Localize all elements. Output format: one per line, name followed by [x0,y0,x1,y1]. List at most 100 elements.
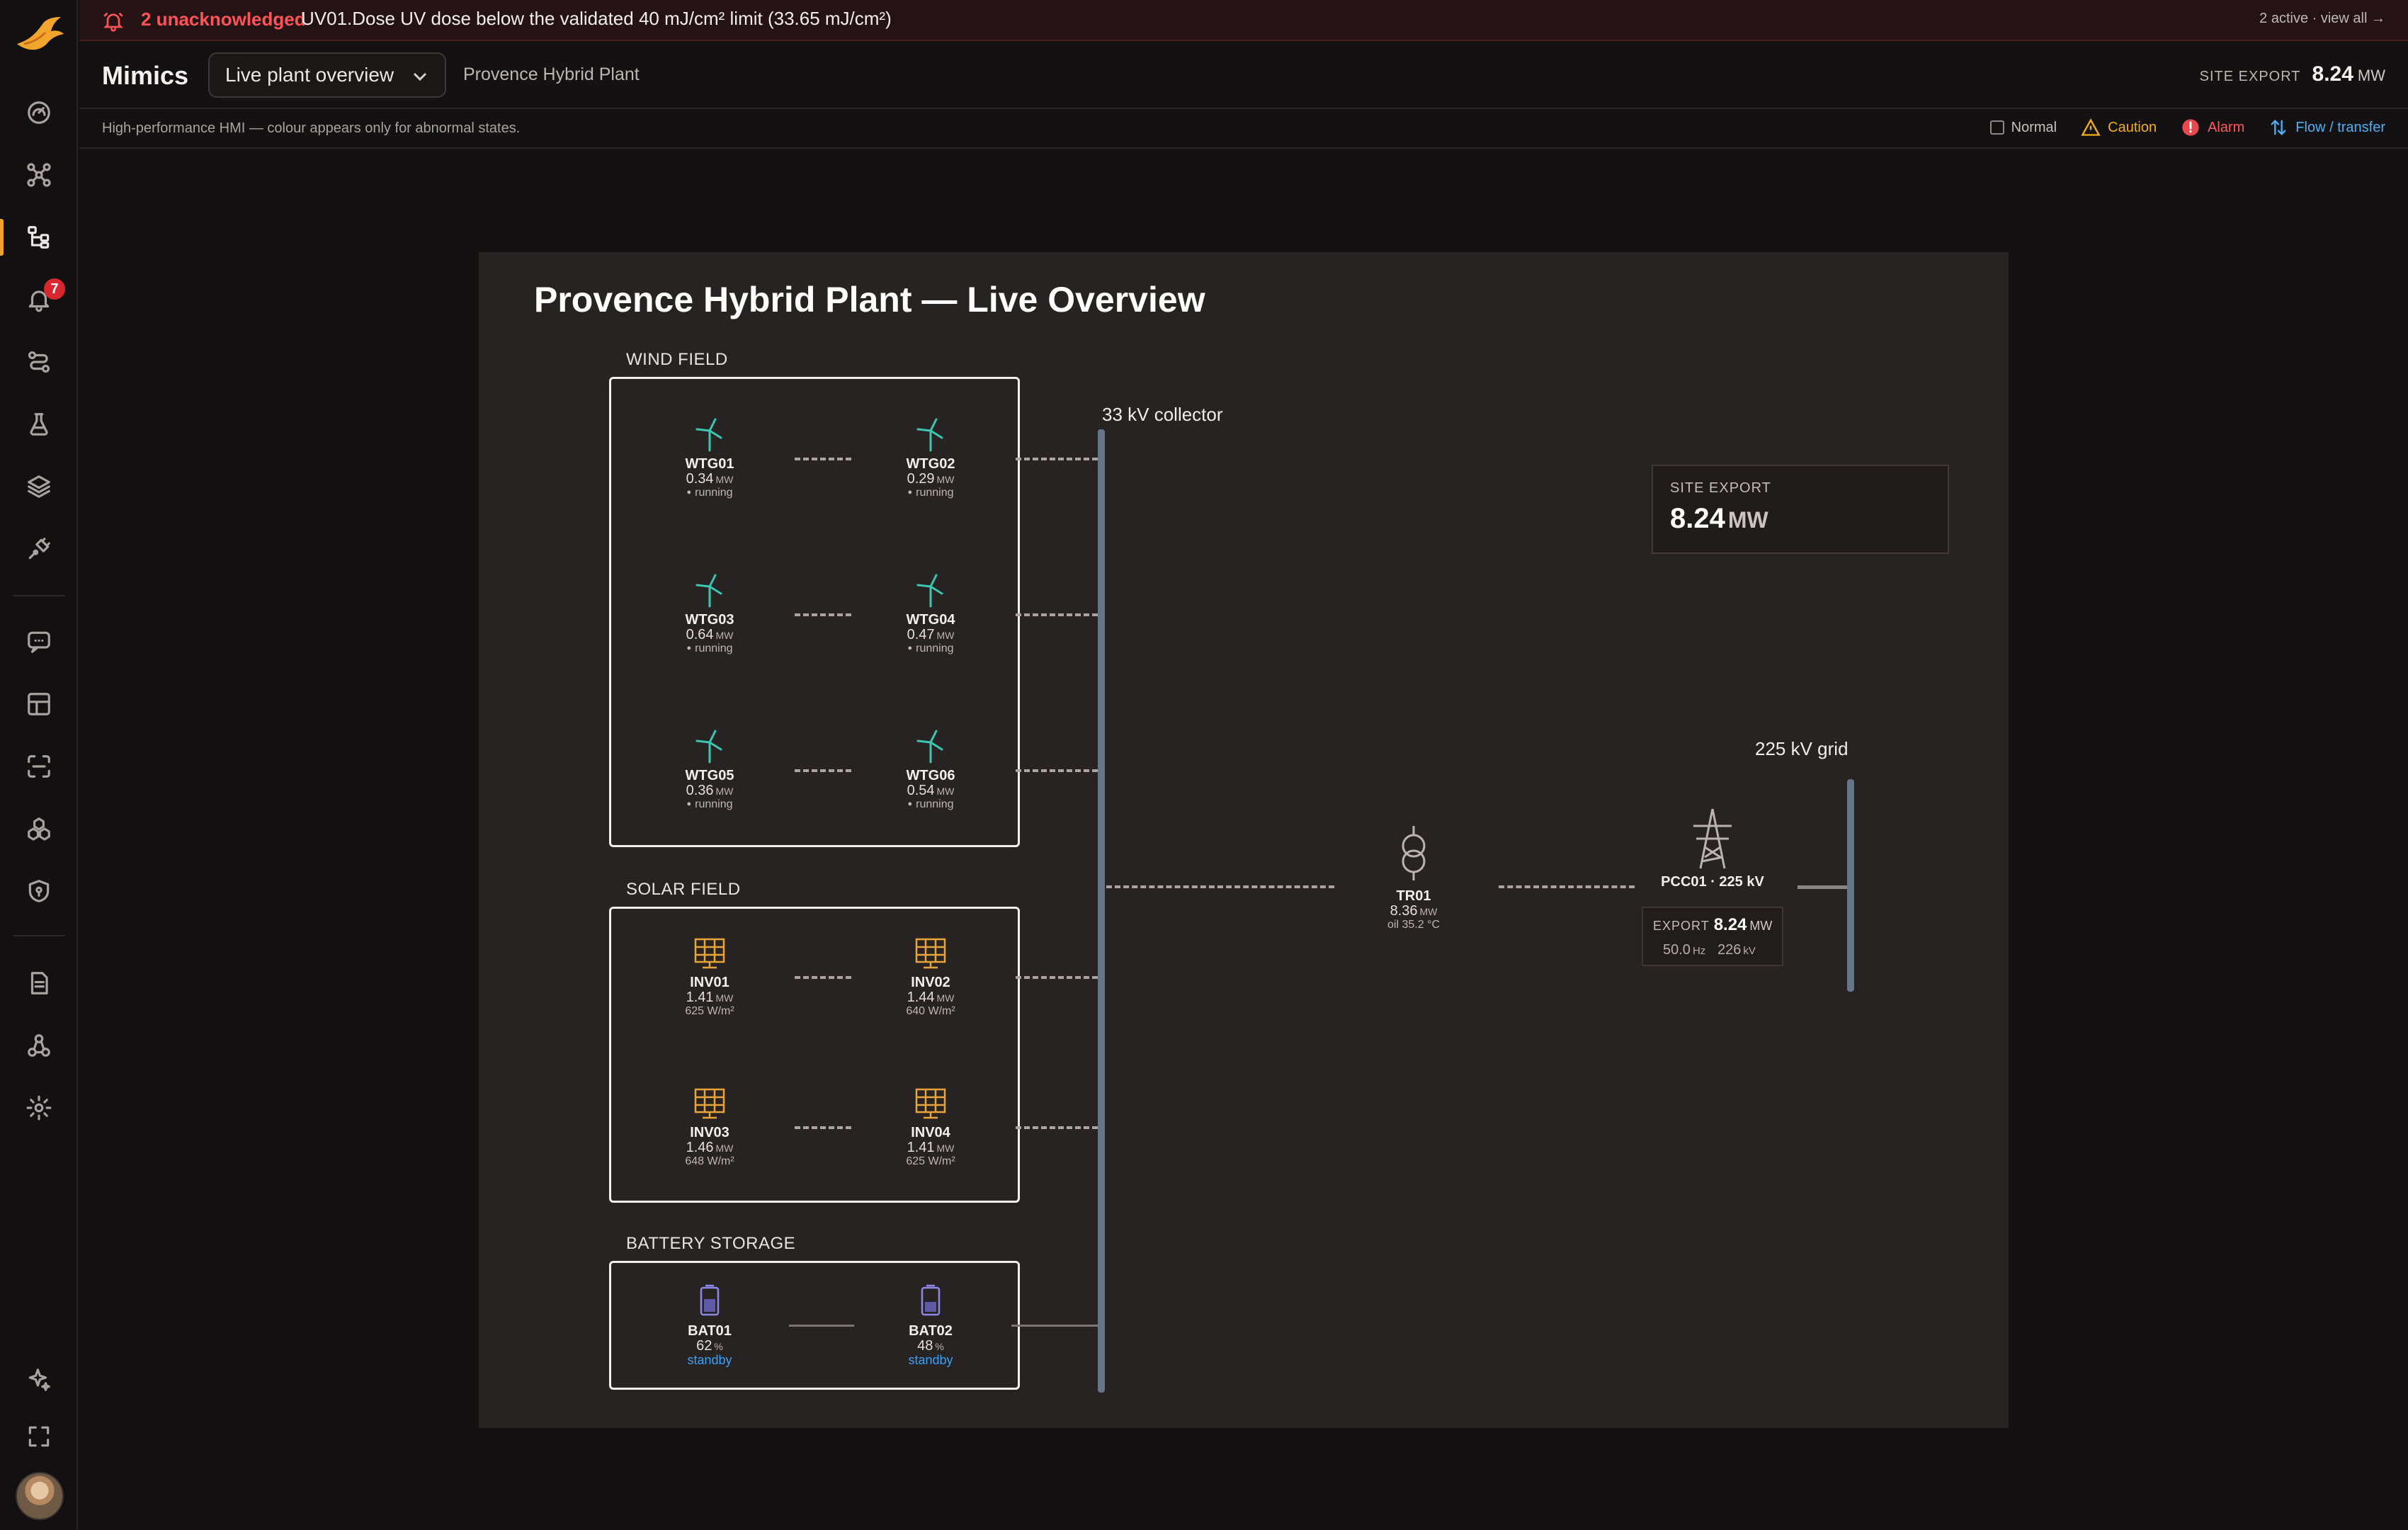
power-value: 1.41 [686,990,714,1005]
alarm-message[interactable]: UV01.Dose UV dose below the validated 40… [301,8,892,29]
wind-turbine-icon [695,574,722,608]
view-all-alarms-link[interactable]: 2 active · view all → [2259,11,2385,26]
device-status: running [860,798,1001,812]
grid-bus[interactable] [1847,779,1854,992]
device-status: running [639,798,780,812]
nav-hierarchy[interactable] [0,1020,78,1071]
power-unit: MW [715,630,734,641]
network-icon [27,163,51,187]
power-unit: MW [936,992,955,1004]
nav-fullscreen[interactable] [0,1411,78,1462]
device-value: 62% [639,1339,780,1354]
device-status: standby [908,1353,953,1367]
power-value: 0.54 [907,783,935,798]
device-tag: INV04 [911,1125,950,1140]
power-unit: MW [715,474,734,485]
nav-dashboard[interactable] [0,87,78,138]
site-export-label: SITE EXPORT [2199,69,2301,84]
irradiance: 640 W/m² [860,1005,1001,1018]
nav-network[interactable] [0,149,78,200]
wind-feeder [1016,769,1098,772]
mimic-diagram-icon [28,226,50,249]
power-value: 0.36 [686,783,714,798]
nav-messages[interactable] [0,616,78,667]
chevron-down-icon [413,72,427,81]
nav-connectors[interactable] [0,523,78,574]
nav-routes[interactable] [0,336,78,387]
legend-alarm-label: Alarm [2208,119,2245,135]
user-avatar[interactable] [16,1472,64,1520]
app-logo-bird-icon[interactable] [14,16,65,55]
mimic-view-select[interactable]: Live plant overview [208,52,446,98]
grid-icon [28,693,50,715]
mimic-title: Provence Hybrid Plant — Live Overview [534,280,1205,319]
fullscreen-icon [28,1426,50,1447]
battery-bat01[interactable]: BAT01 62% standby [639,1284,780,1366]
power-unit: MW [715,1143,734,1154]
nav-reports[interactable] [0,958,78,1009]
nav-alarms[interactable]: 7 [0,274,78,325]
device-tag: WTG04 [906,612,955,628]
nav-layers[interactable] [0,461,78,512]
device-status: running [639,642,780,656]
normal-swatch-icon [1989,120,2004,135]
components-icon [28,817,50,841]
subheader: High-performance HMI — colour appears on… [79,110,2408,149]
power-value: 0.47 [907,627,935,642]
nav-scan[interactable] [0,741,78,792]
chat-icon [28,631,50,653]
nav-tables[interactable] [0,679,78,730]
nav-lab[interactable] [0,399,78,450]
page-title: Mimics [102,61,189,90]
unacknowledged-count[interactable]: 2 unacknowledged [141,8,306,30]
wind-turbine-icon [695,730,722,764]
wind-turbine-icon [695,418,722,452]
collector-bus[interactable] [1098,429,1105,1393]
nav-assistant[interactable] [0,1354,78,1405]
state-legend: Normal Caution Alarm Flow / transfer [1989,118,2385,137]
power-unit: MW [936,786,955,797]
pcc01[interactable]: PCC01 · 225 kV [1642,806,1783,890]
alarm-bell-icon [103,13,123,32]
nav-components[interactable] [0,803,78,854]
grid-bus-label: 225 kV grid [1755,738,1848,759]
device-status: running [860,642,1001,656]
pcc-to-grid-link [1798,885,1847,889]
device-tag: WTG01 [685,456,734,472]
pcc-frequency-unit: Hz [1692,945,1706,957]
power-unit: MW [715,992,734,1004]
sparkle-icon [28,1368,50,1391]
solar-panel-icon [915,1088,946,1119]
document-icon [30,972,48,994]
irradiance-value: 625 [685,1005,705,1017]
nav-security[interactable] [0,866,78,917]
battery-icon [700,1284,720,1316]
irradiance: 625 W/m² [639,1005,780,1018]
battery-bat02[interactable]: BAT02 48% standby [860,1284,1001,1366]
mimic-canvas[interactable]: Provence Hybrid Plant — Live Overview WI… [479,252,2009,1428]
device-tag: BAT01 [688,1323,732,1339]
legend-alarm: Alarm [2181,118,2244,137]
nav-mimics[interactable] [0,212,78,263]
pcc-export-unit: MW [1749,919,1773,933]
alarm-banner[interactable]: 2 unacknowledged UV01.Dose UV dose below… [79,0,2408,41]
site-export-card-unit: MW [1727,507,1768,533]
header-site-export: SITE EXPORT 8.24 MW [2200,62,2385,86]
site-export-value: 8.24 [2312,62,2353,86]
nav-settings[interactable] [0,1082,78,1133]
